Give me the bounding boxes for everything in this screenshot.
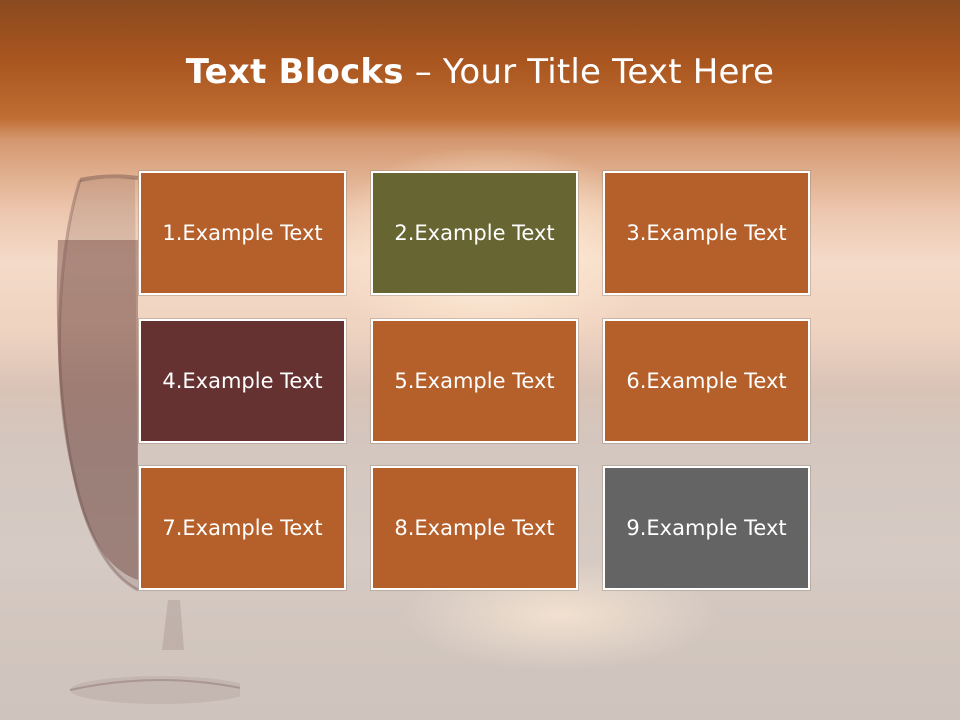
title-regular: Your Title Text Here [442,52,775,92]
text-block-3[interactable]: 3.Example Text [603,171,810,295]
text-block-1[interactable]: 1.Example Text [139,171,346,295]
text-block-label: 4.Example Text [162,369,323,393]
text-block-label: 7.Example Text [162,516,323,540]
text-block-label: 5.Example Text [394,369,555,393]
text-block-2[interactable]: 2.Example Text [371,171,578,295]
text-block-label: 1.Example Text [162,221,323,245]
text-block-4[interactable]: 4.Example Text [139,319,346,443]
wine-glass-image [56,174,240,704]
title-bold: Text Blocks [185,52,404,92]
text-block-label: 6.Example Text [626,369,787,393]
text-block-label: 8.Example Text [394,516,555,540]
text-block-8[interactable]: 8.Example Text [371,466,578,590]
text-block-5[interactable]: 5.Example Text [371,319,578,443]
text-block-label: 2.Example Text [394,221,555,245]
text-block-7[interactable]: 7.Example Text [139,466,346,590]
text-block-label: 9.Example Text [626,516,787,540]
text-block-9[interactable]: 9.Example Text [603,466,810,590]
text-block-label: 3.Example Text [626,221,787,245]
title-separator: – [403,52,443,92]
slide-title: Text Blocks – Your Title Text Here [0,52,960,92]
text-block-6[interactable]: 6.Example Text [603,319,810,443]
